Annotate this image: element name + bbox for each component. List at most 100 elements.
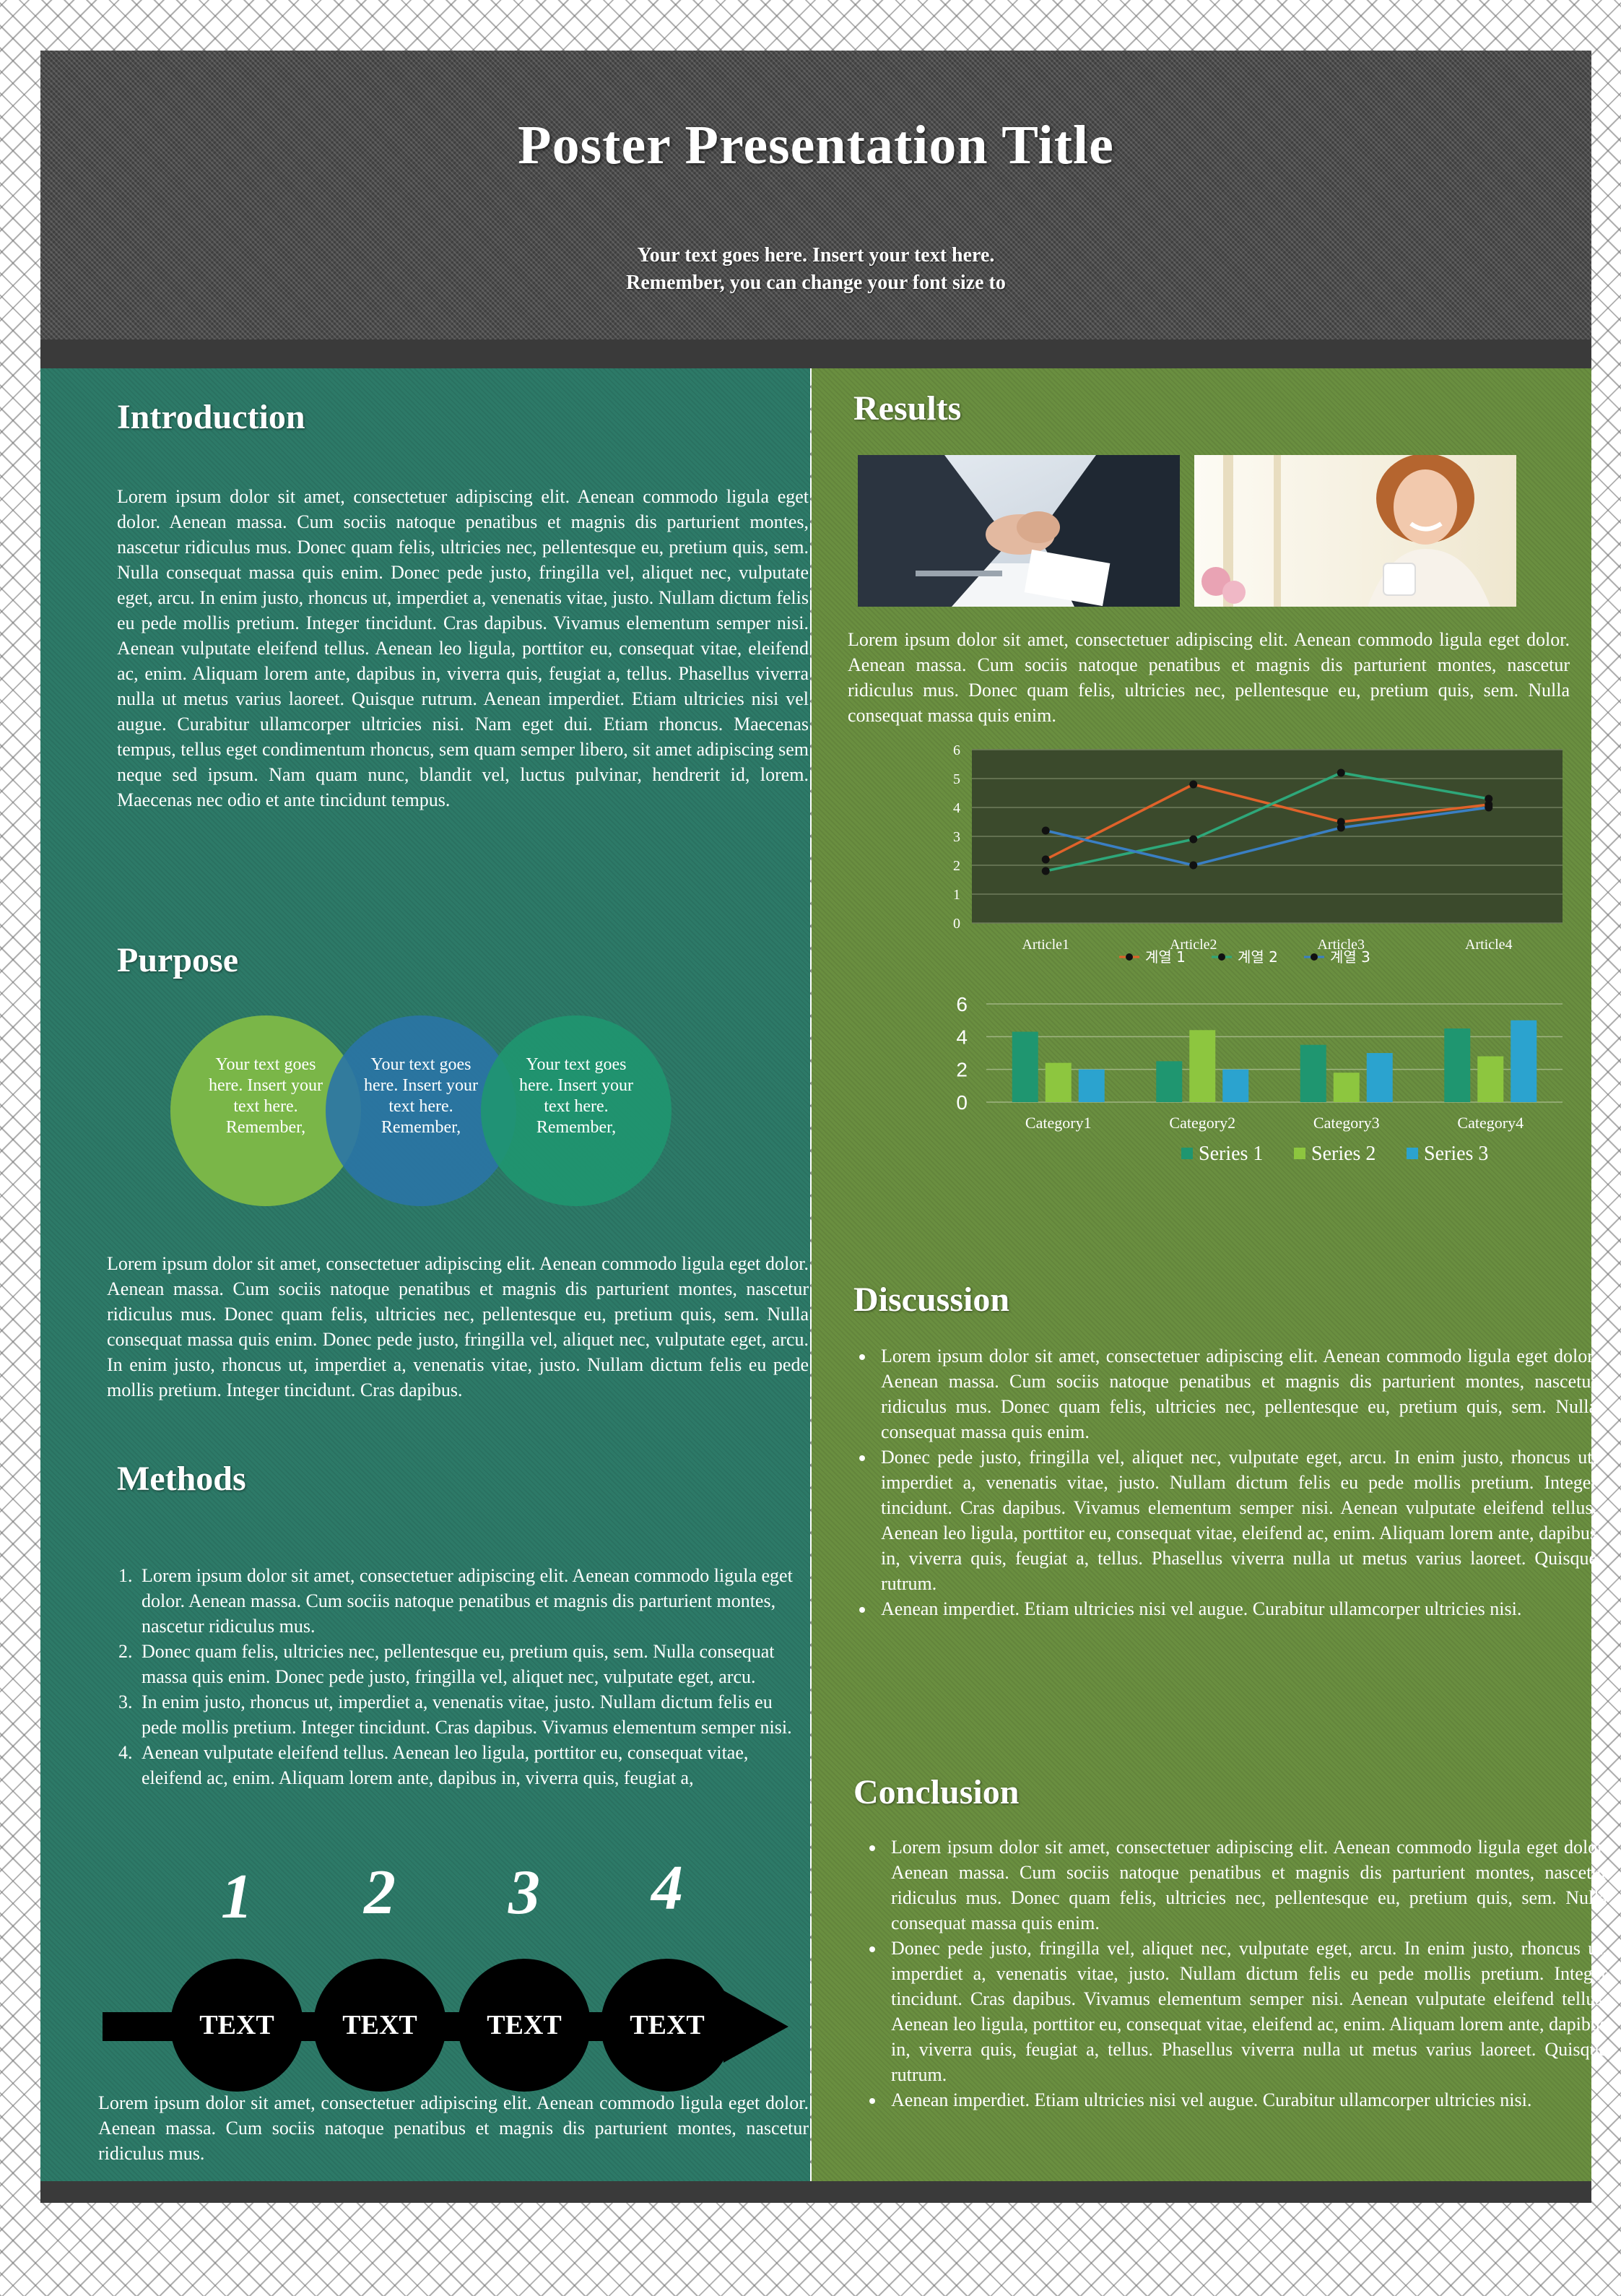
poster-title: Poster Presentation Title	[518, 115, 1114, 176]
line-y-tick-4: 4	[953, 800, 960, 816]
bar-s2-c2	[1189, 1030, 1216, 1102]
venn-text-3: Your text goes here. Insert your text he…	[519, 1055, 633, 1137]
line-x-tick-3: Article4	[1465, 937, 1513, 953]
line-y-tick-0: 0	[953, 916, 960, 932]
line-legend-label-3: 계열 3	[1330, 948, 1370, 966]
methods-item-1: Lorem ipsum dolor sit amet, consectetuer…	[137, 1563, 799, 1639]
bar-x-tick-2: Category3	[1313, 1114, 1380, 1132]
smiling-woman-image	[1194, 455, 1516, 607]
line-x-tick-0: Article1	[1022, 937, 1069, 953]
bar-s1-c1	[1012, 1031, 1038, 1102]
venn-text-2: Your text goes here. Insert your text he…	[364, 1055, 478, 1137]
methods-heading: Methods	[117, 1460, 246, 1498]
methods-item-3: In enim justo, rhoncus ut, imperdiet a, …	[137, 1689, 799, 1740]
poster: Poster Presentation Title Your text goes…	[40, 51, 1607, 2224]
results-body: Lorem ipsum dolor sit amet, consectetuer…	[848, 629, 1570, 726]
introduction-body: Lorem ipsum dolor sit amet, consectetuer…	[117, 486, 809, 810]
bar-s3-c4	[1511, 1020, 1537, 1102]
subtitle-line-2: Remember, you can change your font size …	[626, 272, 1006, 294]
discussion-item-2: Donec pede justo, fringilla vel, aliquet…	[875, 1444, 1597, 1596]
bar-s3-c2	[1222, 1069, 1249, 1102]
line-legend-marker-1	[1126, 953, 1133, 961]
line-x-tick-2: Article3	[1317, 937, 1365, 953]
line-y-tick-5: 5	[953, 771, 960, 787]
left-column: Introduction Lorem ipsum dolor sit amet,…	[40, 368, 810, 2181]
line-legend-label-2: 계열 2	[1238, 948, 1278, 966]
bar-legend-swatch-2	[1294, 1148, 1305, 1159]
line-legend-label-1: 계열 1	[1145, 948, 1186, 966]
line-point-s2-1	[1041, 867, 1050, 875]
bar-s1-c3	[1300, 1044, 1326, 1102]
bar-s1-c2	[1156, 1061, 1183, 1102]
line-point-s3-1	[1041, 826, 1050, 835]
results-heading: Results	[853, 389, 962, 428]
line-point-s1-1	[1041, 855, 1050, 864]
conclusion-item-1: Lorem ipsum dolor sit amet, consectetuer…	[885, 1834, 1607, 1936]
step-circle-4: TEXT	[601, 1959, 734, 2092]
poster-header: Poster Presentation Title Your text goes…	[40, 51, 1591, 339]
step-number-1: 1	[221, 1862, 253, 1932]
line-point-s1-2	[1189, 780, 1198, 789]
bar-y-tick-2: 4	[956, 1026, 968, 1048]
poster-subtitle: Your text goes here. Insert your text he…	[40, 242, 1591, 297]
step-circle-1: TEXT	[170, 1959, 303, 2092]
line-y-tick-6: 6	[953, 744, 960, 758]
introduction-heading: Introduction	[117, 398, 305, 436]
purpose-body: Lorem ipsum dolor sit amet, consectetuer…	[107, 1253, 809, 1400]
methods-body: Lorem ipsum dolor sit amet, consectetuer…	[98, 2092, 809, 2164]
conclusion-heading: Conclusion	[853, 1773, 1020, 1811]
line-point-s3-2	[1189, 861, 1198, 870]
footer-band	[40, 2181, 1591, 2203]
methods-item-2: Donec quam felis, ultricies nec, pellent…	[137, 1639, 799, 1689]
discussion-item-3: Aenean imperdiet. Etiam ultricies nisi v…	[875, 1596, 1597, 1621]
purpose-heading: Purpose	[117, 941, 238, 979]
conclusion-item-2: Donec pede justo, fringilla vel, aliquet…	[885, 1936, 1607, 2087]
venn-circle-3	[481, 1015, 672, 1206]
line-y-tick-1: 1	[953, 887, 960, 903]
line-series-2	[1045, 771, 1490, 872]
bar-y-tick-3: 6	[956, 993, 968, 1015]
bar-s2-c4	[1477, 1056, 1504, 1102]
line-point-s2-3	[1337, 768, 1345, 777]
venn-text-1: Your text goes here. Insert your text he…	[209, 1055, 323, 1137]
right-column: Results	[812, 368, 1607, 2181]
line-legend-marker-2	[1218, 953, 1225, 961]
conclusion-list: Lorem ipsum dolor sit amet, consectetuer…	[851, 1834, 1607, 2113]
bar-s2-c3	[1333, 1073, 1360, 1102]
bar-legend-swatch-3	[1407, 1148, 1418, 1159]
line-y-tick-3: 3	[953, 829, 960, 845]
line-point-s2-4	[1485, 794, 1493, 803]
bar-y-tick-0: 0	[956, 1091, 968, 1114]
line-legend-marker-3	[1311, 953, 1318, 961]
bar-x-tick-3: Category4	[1457, 1114, 1524, 1132]
bar-s3-c1	[1078, 1069, 1105, 1102]
discussion-heading: Discussion	[853, 1281, 1010, 1319]
step-circle-3: TEXT	[458, 1959, 591, 2092]
step-number-2: 2	[364, 1858, 396, 1928]
line-y-tick-2: 2	[953, 858, 960, 874]
methods-item-4: Aenean vulputate eleifend tellus. Aenean…	[137, 1740, 799, 1790]
step-number-4: 4	[651, 1853, 683, 1923]
bar-legend-label-2: Series 2	[1311, 1143, 1376, 1165]
conclusion-item-3: Aenean imperdiet. Etiam ultricies nisi v…	[885, 2087, 1607, 2113]
line-point-s2-2	[1189, 835, 1198, 844]
subtitle-line-1: Your text goes here. Insert your text he…	[637, 244, 995, 267]
line-point-s1-3	[1337, 818, 1345, 826]
line-series-1	[1045, 783, 1489, 861]
step-circle-2: TEXT	[313, 1959, 446, 2092]
line-series-3	[1045, 806, 1489, 867]
discussion-item-1: Lorem ipsum dolor sit amet, consectetuer…	[875, 1343, 1597, 1444]
bar-legend-swatch-1	[1181, 1148, 1193, 1159]
bar-legend-label-1: Series 1	[1199, 1143, 1263, 1165]
line-point-s3-4	[1485, 803, 1493, 812]
handshake-image	[858, 455, 1180, 607]
header-divider-band	[40, 339, 1591, 368]
line-x-tick-1: Article2	[1170, 937, 1217, 953]
woman-photo	[1194, 455, 1516, 607]
bar-s3-c3	[1366, 1053, 1393, 1102]
bar-y-tick-1: 2	[956, 1059, 968, 1081]
bar-x-tick-0: Category1	[1025, 1114, 1092, 1132]
step-number-3: 3	[508, 1858, 540, 1928]
